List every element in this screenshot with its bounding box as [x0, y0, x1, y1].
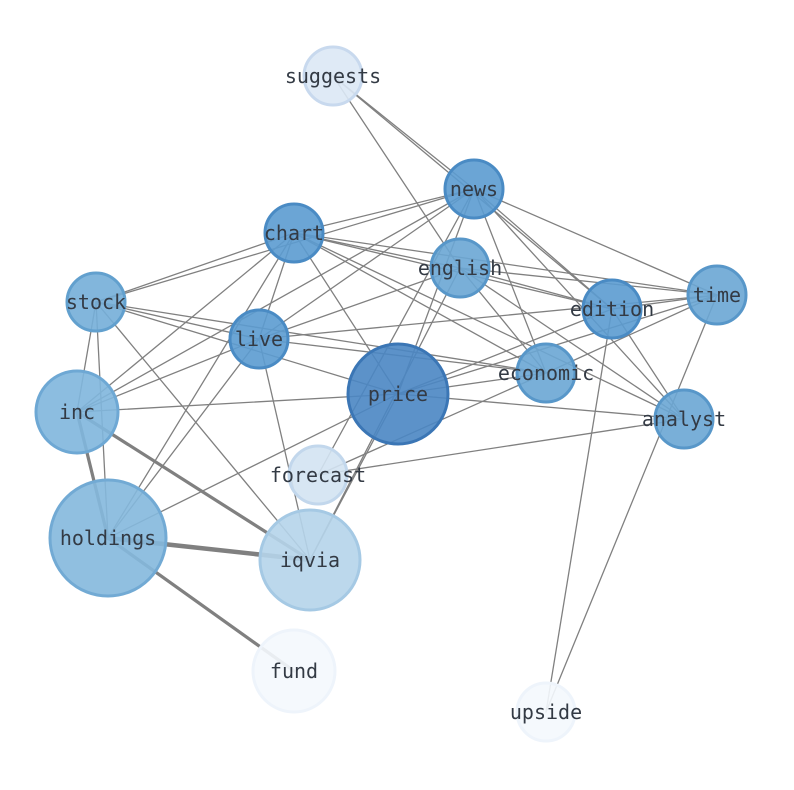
node-inc — [34, 369, 120, 455]
node-label-suggests: suggests — [285, 64, 381, 88]
nodes-layer — [34, 45, 748, 743]
edge-chart-economic — [293, 232, 547, 374]
node-label-live: live — [235, 327, 283, 351]
edge-analyst-forecast — [317, 418, 685, 476]
node-label-economic: economic — [498, 361, 594, 385]
edge-news-inc — [76, 188, 475, 413]
node-price — [346, 342, 450, 446]
node-iqvia — [258, 508, 362, 612]
edge-chart-stock — [95, 232, 295, 303]
node-label-inc: inc — [59, 400, 95, 424]
node-label-price: price — [368, 382, 428, 406]
node-time — [686, 264, 748, 326]
node-label-forecast: forecast — [270, 463, 366, 487]
node-economic — [515, 342, 577, 404]
node-label-upside: upside — [510, 700, 582, 724]
edge-english-live — [258, 267, 461, 340]
node-label-english: english — [418, 256, 502, 280]
edge-news-chart — [293, 188, 475, 234]
edge-english-analyst — [459, 267, 685, 420]
node-label-iqvia: iqvia — [280, 548, 340, 572]
node-upside — [515, 681, 577, 743]
node-label-chart: chart — [264, 221, 324, 245]
node-live — [228, 308, 290, 370]
node-label-time: time — [693, 283, 741, 307]
edge-english-time — [459, 267, 718, 296]
edge-chart-analyst — [293, 232, 685, 420]
node-label-news: news — [450, 177, 498, 201]
edge-price-inc — [76, 393, 399, 413]
edge-stock-iqvia — [95, 301, 311, 561]
edge-news-forecast — [317, 188, 475, 476]
edge-time-upside — [545, 294, 718, 713]
node-edition — [581, 278, 643, 340]
labels-layer: suggests news chart english stock live edition… — [59, 64, 741, 724]
node-label-edition: edition — [570, 297, 654, 321]
node-holdings — [48, 478, 168, 598]
node-forecast — [287, 444, 349, 506]
edge-chart-time — [293, 232, 718, 296]
edge-news-time — [473, 188, 718, 296]
node-label-stock: stock — [66, 290, 126, 314]
node-suggests — [302, 45, 364, 107]
node-analyst — [653, 388, 715, 450]
edge-chart-holdings — [107, 232, 295, 539]
edge-suggests-english — [332, 75, 461, 269]
node-chart — [263, 202, 325, 264]
edge-stock-economic — [95, 301, 547, 374]
node-label-holdings: holdings — [60, 526, 156, 550]
edge-time-economic — [545, 294, 718, 374]
node-label-fund: fund — [270, 659, 318, 683]
node-news — [443, 158, 505, 220]
edge-time-price — [397, 294, 718, 395]
node-english — [429, 237, 491, 299]
edge-edition-upside — [545, 308, 613, 713]
edge-news-analyst — [473, 188, 685, 420]
edge-news-live — [258, 188, 475, 340]
node-fund — [251, 628, 337, 714]
node-stock — [65, 271, 127, 333]
node-label-analyst: analyst — [642, 407, 726, 431]
